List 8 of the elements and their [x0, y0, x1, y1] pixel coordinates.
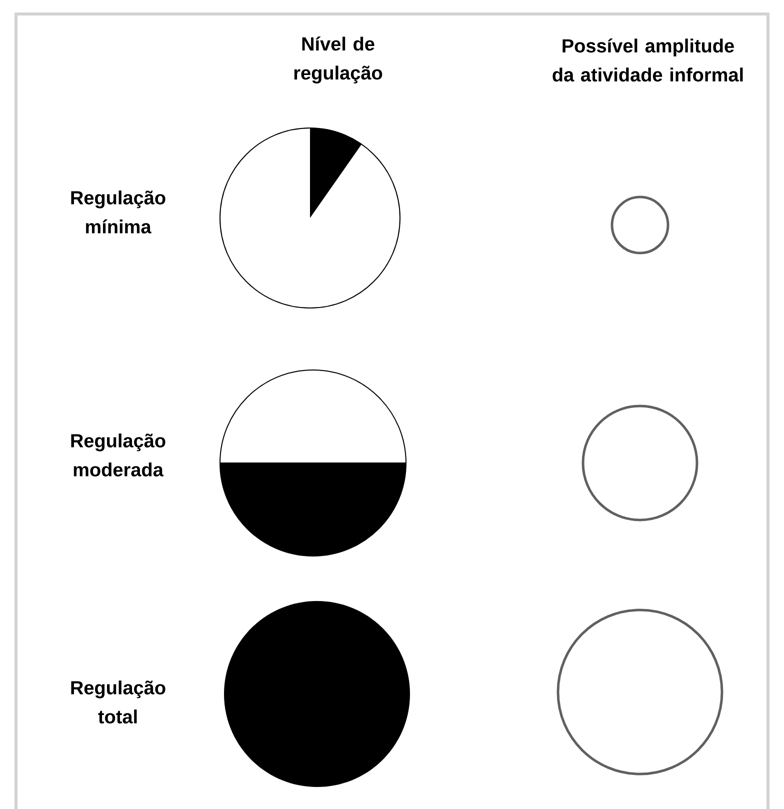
pie-symbol — [224, 601, 410, 787]
circle-symbol — [556, 608, 724, 776]
pie-symbol — [220, 128, 400, 308]
circle-symbol — [610, 196, 670, 254]
circle-symbol — [582, 404, 698, 522]
pie-symbol — [220, 370, 406, 556]
column-heading: Possível amplitude da atividade informal — [552, 38, 743, 82]
row-label: Regulação mínima — [71, 190, 166, 234]
